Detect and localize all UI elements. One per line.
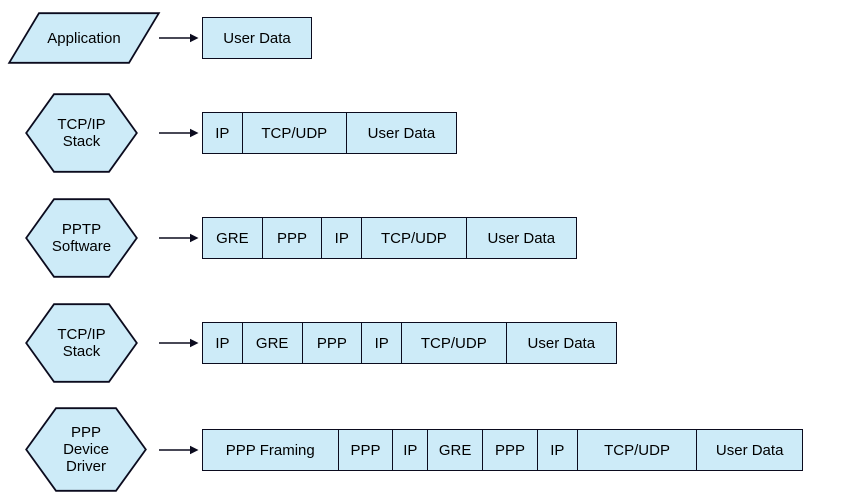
layer-shape-tcpip-stack-1[interactable]: TCP/IP Stack <box>25 93 138 173</box>
packet-field[interactable]: TCP/UDP <box>362 218 467 258</box>
packet-strip-tcpip-stack-2: IP GRE PPP IP TCP/UDP User Data <box>202 322 617 364</box>
hexagon-shape <box>25 407 147 492</box>
flow-arrow-application <box>159 33 199 43</box>
packet-field[interactable]: PPP <box>302 323 363 363</box>
packet-field[interactable]: TCP/UDP <box>577 430 698 470</box>
packet-strip-application: User Data <box>202 17 312 59</box>
layer-shape-pptp-software[interactable]: PPTP Software <box>25 198 138 278</box>
diagram-row-tcpip-stack-1: TCP/IP Stack IP TCP/UDP User Data <box>0 93 844 200</box>
packet-strip-pptp-software: GRE PPP IP TCP/UDP User Data <box>202 217 577 259</box>
flow-arrow-ppp-device-driver <box>159 445 199 455</box>
packet-field[interactable]: GRE <box>203 218 263 258</box>
parallelogram-shape <box>7 12 161 64</box>
diagram-row-application: Application User Data <box>0 0 844 95</box>
packet-field[interactable]: IP <box>203 323 243 363</box>
packet-field[interactable]: IP <box>322 218 363 258</box>
packet-field[interactable]: User Data <box>697 430 802 470</box>
packet-field[interactable]: User Data <box>346 113 456 153</box>
packet-field[interactable]: IP <box>393 430 429 470</box>
packet-field[interactable]: PPP <box>483 430 538 470</box>
packet-field[interactable]: GRE <box>428 430 484 470</box>
packet-field[interactable]: User Data <box>466 218 577 258</box>
hexagon-shape <box>25 303 138 383</box>
packet-field[interactable]: PPP Framing <box>203 430 339 470</box>
layer-shape-ppp-device-driver[interactable]: PPP Device Driver <box>25 407 147 492</box>
flow-arrow-tcpip-stack-1 <box>159 128 199 138</box>
flow-arrow-pptp-software <box>159 233 199 243</box>
diagram-row-ppp-device-driver: PPP Device Driver PPP Framing PPP IP GRE… <box>0 407 844 495</box>
packet-field[interactable]: PPP <box>262 218 323 258</box>
hexagon-shape <box>25 93 138 173</box>
packet-field[interactable]: User Data <box>506 323 617 363</box>
packet-field[interactable]: GRE <box>242 323 303 363</box>
packet-field[interactable]: User Data <box>203 18 311 58</box>
flow-arrow-tcpip-stack-2 <box>159 338 199 348</box>
packet-field[interactable]: IP <box>362 323 403 363</box>
packet-strip-tcpip-stack-1: IP TCP/UDP User Data <box>202 112 457 154</box>
packet-field[interactable]: IP <box>537 430 578 470</box>
packet-field[interactable]: IP <box>203 113 243 153</box>
layer-shape-tcpip-stack-2[interactable]: TCP/IP Stack <box>25 303 138 383</box>
packet-strip-ppp-device-driver: PPP Framing PPP IP GRE PPP IP TCP/UDP Us… <box>202 429 803 471</box>
diagram-row-pptp-software: PPTP Software GRE PPP IP TCP/UDP User Da… <box>0 198 844 305</box>
packet-field[interactable]: PPP <box>338 430 394 470</box>
packet-field[interactable]: TCP/UDP <box>402 323 507 363</box>
layer-shape-application[interactable]: Application <box>7 12 161 64</box>
hexagon-shape <box>25 198 138 278</box>
packet-field[interactable]: TCP/UDP <box>242 113 347 153</box>
diagram-row-tcpip-stack-2: TCP/IP Stack IP GRE PPP IP TCP/UDP User … <box>0 303 844 410</box>
